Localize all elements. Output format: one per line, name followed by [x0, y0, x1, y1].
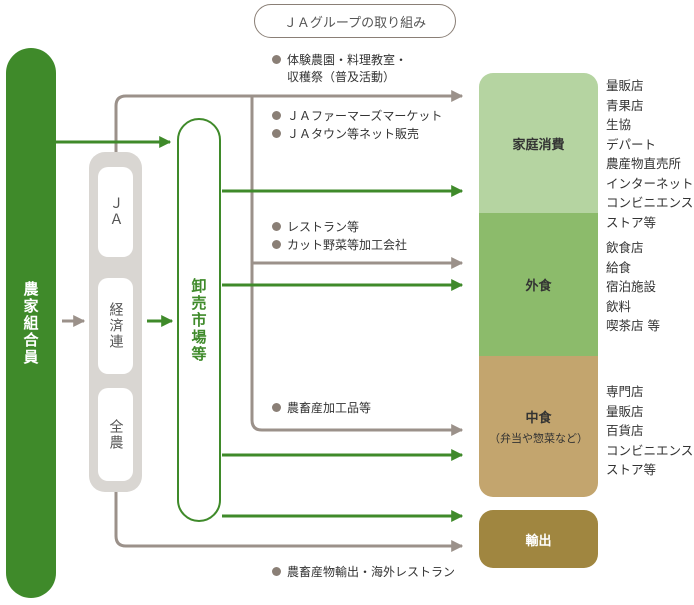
list-item: 飲食店 — [606, 240, 644, 255]
bullet-icon — [272, 222, 281, 231]
note-processed-goods: 農畜産加工品等 — [272, 400, 371, 417]
destination-home-consumption: 家庭消費 — [479, 73, 598, 213]
farmer-label: 農家組合員 — [21, 280, 40, 366]
list-item: 飲料 — [606, 298, 632, 314]
market-label: 卸売市場等 — [189, 277, 208, 363]
list-item: コンビニエンス — [606, 442, 694, 458]
list-item: 百貨店 — [606, 423, 644, 438]
arrow-ja-to-home — [114, 90, 464, 152]
list-eating-out-outlets: 飲食店 給食 宿泊施設 飲料 喫茶店 等 — [606, 238, 660, 336]
ja-federation-label: 経済連 — [98, 278, 133, 374]
list-item: ストア等 — [606, 214, 657, 230]
note-restaurant: レストラン等 — [272, 219, 359, 236]
section-title: ＪＡグループの取り組み — [254, 4, 456, 38]
destination-export: 輸出 — [479, 510, 598, 568]
note-cut-vegetables: カット野菜等加工会社 — [272, 237, 407, 254]
destination-eating-out: 外食 — [479, 213, 598, 356]
bullet-icon — [272, 567, 281, 576]
bullet-icon — [272, 111, 281, 120]
farmer-node: 農家組合員 — [6, 48, 56, 598]
list-item: 宿泊施設 — [606, 279, 657, 294]
bullet-icon — [272, 129, 281, 138]
bullet-icon — [272, 55, 281, 64]
list-item: デパート — [606, 136, 657, 152]
bullet-icon — [272, 240, 281, 249]
list-item: ストア等 — [606, 462, 657, 477]
ja-top-label: ＪＡ — [98, 167, 133, 257]
gray-trunk — [250, 96, 263, 432]
list-item: 専門店 — [606, 384, 644, 399]
wholesale-market-node: 卸売市場等 — [177, 118, 221, 522]
list-item: 青果店 — [606, 97, 644, 113]
arrow-ja-to-export — [114, 492, 464, 552]
ja-group-node: ＪＡ 経済連 全農 — [89, 152, 142, 492]
list-item: 農産物直売所 — [606, 156, 682, 171]
list-item: 量販店 — [606, 403, 644, 419]
ja-zennoh-label: 全農 — [98, 388, 133, 481]
destination-ready-meals: 中食 （弁当や惣菜など） — [479, 356, 598, 497]
note-net-sales: ＪＡタウン等ネット販売 — [272, 126, 419, 143]
list-ready-meal-outlets: 専門店 量販店 百貨店 コンビニエンス ストア等 — [606, 382, 693, 480]
note-export: 農畜産物輸出・海外レストラン — [272, 564, 455, 581]
list-item: 生協 — [606, 117, 632, 132]
list-item: 給食 — [606, 259, 632, 275]
list-item: インターネット — [606, 175, 694, 191]
bullet-icon — [272, 403, 281, 412]
note-experience: 体験農園・料理教室・ 収穫祭（普及活動） — [272, 52, 407, 86]
list-home-outlets: 量販店 青果店 生協 デパート 農産物直売所 インターネット コンビニエンス ス… — [606, 76, 694, 232]
list-item: コンビニエンス — [606, 195, 694, 210]
note-farmers-market: ＪＡファーマーズマーケット — [272, 108, 442, 125]
list-item: 量販店 — [606, 78, 644, 93]
list-item: 喫茶店 等 — [606, 318, 660, 333]
